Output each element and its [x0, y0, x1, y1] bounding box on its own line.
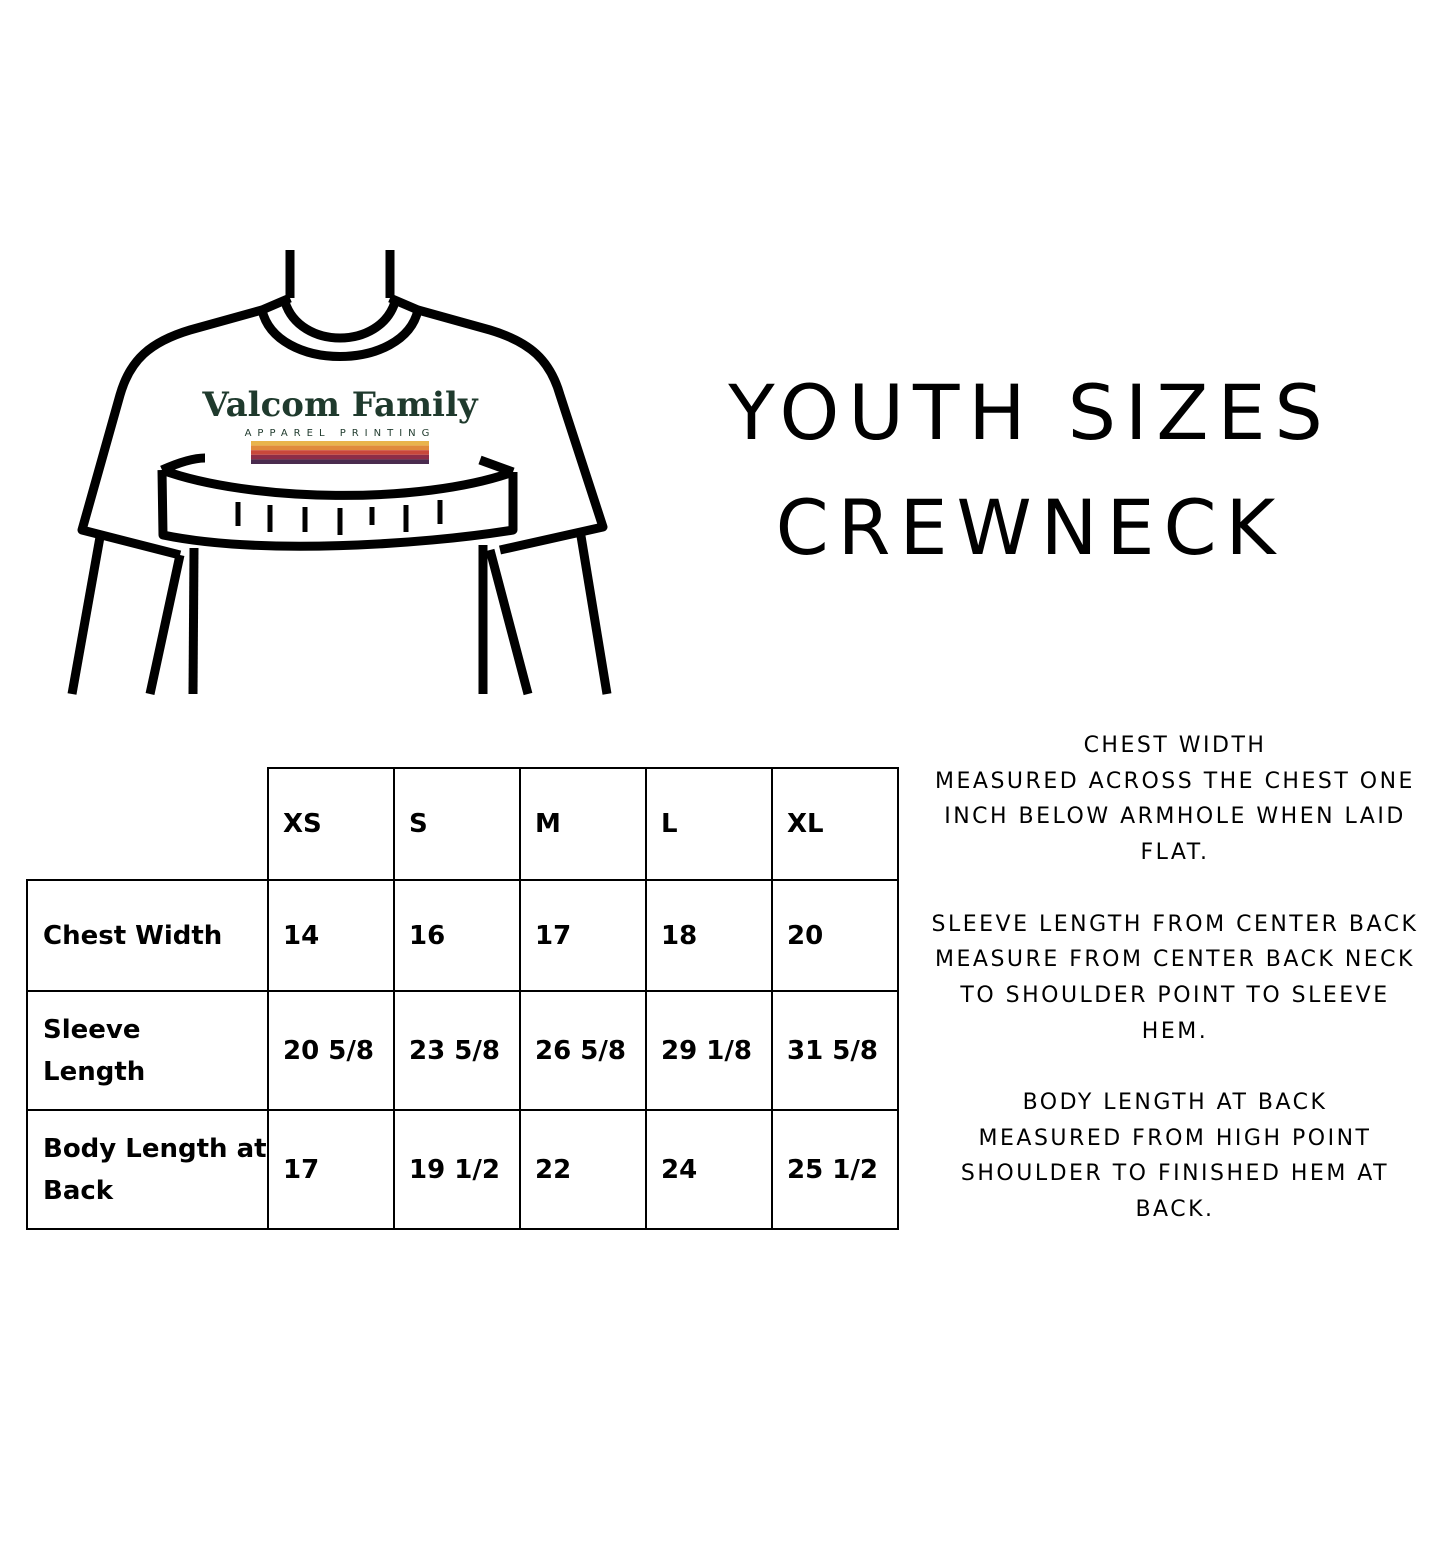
size-chart-table: XS S M L XL Chest Width 14 16 17 18 20 S… — [26, 767, 899, 1230]
table-row: Body Length at Back 17 19 1/2 22 24 25 1… — [26, 1109, 899, 1230]
size-header-xs: XS — [267, 767, 395, 881]
table-header-row: XS S M L XL — [27, 767, 899, 881]
size-header-l: L — [645, 767, 773, 881]
logo-stripes — [251, 441, 429, 464]
note-body-length: BODY LENGTH AT BACK MEASURED FROM HIGH P… — [910, 1085, 1440, 1228]
logo-stripe — [251, 445, 429, 451]
note-heading: SLEEVE LENGTH FROM CENTER BACK — [931, 911, 1419, 937]
note-text: MEASURED ACROSS THE CHEST ONE INCH BELOW… — [935, 768, 1415, 866]
note-text: MEASURED FROM HIGH POINT SHOULDER TO FIN… — [960, 1125, 1390, 1223]
crewneck-with-measuring-tape-icon: Valcom Family APPAREL PRINTING — [67, 250, 612, 696]
table-corner — [27, 768, 269, 881]
logo-stripe — [251, 459, 429, 464]
logo-tagline: APPAREL PRINTING — [245, 428, 436, 439]
table-cell: 31 5/8 — [771, 990, 899, 1111]
note-heading: CHEST WIDTH — [1083, 733, 1267, 758]
table-cell: 14 — [267, 879, 395, 992]
logo-brand: Valcom Family — [201, 385, 479, 425]
table-row: Chest Width 14 16 17 18 20 — [26, 879, 899, 992]
note-heading: BODY LENGTH AT BACK — [1022, 1090, 1328, 1115]
size-header-m: M — [519, 767, 647, 881]
title-line-2: CREWNECK — [775, 483, 1285, 572]
table-row: Sleeve Length 20 5/8 23 5/8 26 5/8 29 1/… — [26, 990, 899, 1111]
page-title: YOUTH SIZES CREWNECK — [660, 355, 1400, 585]
table-cell: 29 1/8 — [645, 990, 773, 1111]
table-cell: 18 — [645, 879, 773, 992]
note-chest-width: CHEST WIDTH MEASURED ACROSS THE CHEST ON… — [910, 728, 1440, 871]
table-cell: 24 — [645, 1109, 773, 1230]
table-cell: 25 1/2 — [771, 1109, 899, 1230]
table-cell: 20 — [771, 879, 899, 992]
logo-stripe — [251, 441, 429, 446]
logo-stripe — [251, 450, 429, 455]
table-cell: 20 5/8 — [267, 990, 395, 1111]
note-text: MEASURE FROM CENTER BACK NECK TO SHOULDE… — [935, 947, 1415, 1044]
row-label-sleeve-length: Sleeve Length — [26, 990, 269, 1111]
table-cell: 16 — [393, 879, 521, 992]
table-cell: 17 — [519, 879, 647, 992]
row-label-chest-width: Chest Width — [26, 879, 269, 992]
table-cell: 26 5/8 — [519, 990, 647, 1111]
logo-stripe — [251, 454, 429, 460]
table-cell: 17 — [267, 1109, 395, 1230]
note-sleeve-length: SLEEVE LENGTH FROM CENTER BACK MEASURE F… — [910, 907, 1440, 1050]
title-line-1: YOUTH SIZES — [728, 368, 1332, 457]
table-cell: 19 1/2 — [393, 1109, 521, 1230]
table-cell: 23 5/8 — [393, 990, 521, 1111]
size-header-xl: XL — [771, 767, 899, 881]
table-cell: 22 — [519, 1109, 647, 1230]
row-label-body-length: Body Length at Back — [26, 1109, 269, 1230]
measurement-notes: CHEST WIDTH MEASURED ACROSS THE CHEST ON… — [910, 728, 1440, 1264]
size-header-s: S — [393, 767, 521, 881]
